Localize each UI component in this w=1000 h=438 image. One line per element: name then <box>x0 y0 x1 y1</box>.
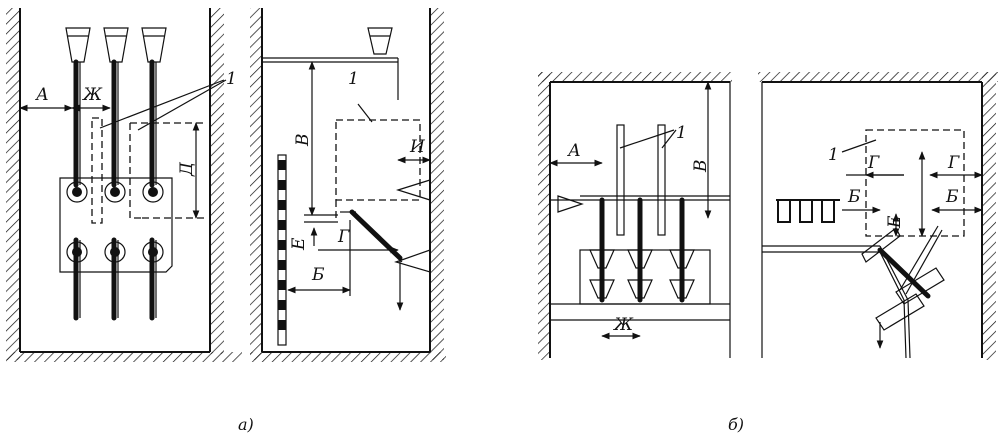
ground-strip <box>277 154 287 346</box>
dashed-barriers <box>91 117 204 224</box>
floor-hatch <box>6 352 242 362</box>
dim-label-Zh-b: Ж <box>613 315 634 335</box>
dim-label-Zh: Ж <box>82 85 103 105</box>
panel-a-front: А Ж Д 1 <box>6 8 242 362</box>
dim-label-V-a: В <box>293 134 313 148</box>
callout-1-b: 1 <box>676 123 687 143</box>
vertical-conductors <box>73 59 157 321</box>
caption-a: а) <box>238 415 254 434</box>
dim-label-B-b1: Б <box>847 187 861 207</box>
dim-label-B-b2: Б <box>945 187 959 207</box>
wall-right-hatch <box>210 8 224 354</box>
callout-1-b-side: 1 <box>828 145 839 165</box>
dim-label-I: И <box>409 137 426 157</box>
wall-left-hatch <box>6 8 20 360</box>
callout-1-a: 1 <box>226 69 237 89</box>
dim-label-B-a: Б <box>311 265 325 285</box>
dim-label-D: Д <box>177 161 197 177</box>
caption-b: б) <box>728 415 744 434</box>
dim-label-E-b: Е <box>885 215 905 229</box>
dim-label-E-a: Е <box>289 237 309 251</box>
panel-b-front: А В Ж 1 <box>538 72 732 360</box>
dim-label-G-b2: Г <box>947 153 960 173</box>
dim-label-V-b: В <box>691 160 711 174</box>
callout-1-a-side: 1 <box>348 69 359 89</box>
panel-a-side: В Е Г Б И 1 <box>250 8 446 362</box>
dim-label-G-b1: Г <box>867 153 880 173</box>
switch-block <box>59 177 173 273</box>
dim-label-A: А <box>35 85 49 105</box>
dim-label-G-a: Г <box>337 227 350 247</box>
panel-b-side: Г Г Б Б Е 1 <box>758 72 998 360</box>
dim-label-A-b: А <box>567 141 581 161</box>
top-insulators <box>65 27 167 63</box>
